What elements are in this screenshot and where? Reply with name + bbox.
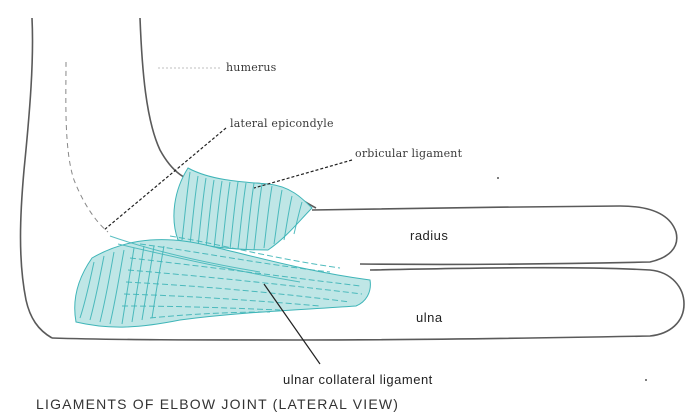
label-orbicular-ligament: orbicular ligament	[355, 148, 462, 159]
label-lateral-epicondyle: lateral epicondyle	[230, 118, 334, 129]
humerus-dashed-line	[66, 62, 108, 232]
dot-mark	[645, 379, 647, 381]
label-humerus: humerus	[226, 62, 277, 73]
orbicular-ligament	[174, 168, 312, 250]
label-ulna: ulna	[416, 311, 443, 324]
humerus-front-outline	[140, 18, 316, 208]
humerus-outline	[21, 18, 53, 338]
dot-mark	[497, 177, 499, 179]
label-ulnar-collateral-ligament: ulnar collateral ligament	[283, 373, 433, 386]
diagram-caption: LIGAMENTS OF ELBOW JOINT (LATERAL VIEW)	[36, 397, 399, 411]
radius-bone	[312, 206, 677, 264]
ulnar-collateral-ligament	[75, 236, 371, 327]
orbicular-ligament-leader-line	[254, 160, 352, 188]
label-radius: radius	[410, 229, 448, 242]
